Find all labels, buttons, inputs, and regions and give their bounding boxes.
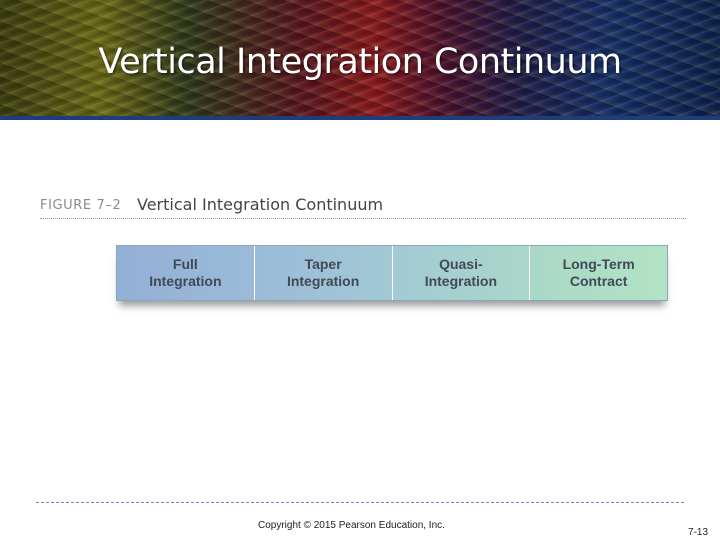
continuum-cell-taper-integration: Taper Integration — [255, 246, 393, 300]
figure-title: Vertical Integration Continuum — [137, 195, 384, 214]
figure-header: FIGURE 7–2 Vertical Integration Continuu… — [40, 194, 686, 218]
integration-continuum-bar: Full Integration Taper Integration Quasi… — [116, 245, 668, 301]
continuum-cell-long-term-contract: Long-Term Contract — [530, 246, 667, 300]
continuum-label: Full Integration — [149, 256, 222, 289]
slide-title: Vertical Integration Continuum — [98, 42, 622, 82]
continuum-cell-quasi-integration: Quasi- Integration — [393, 246, 531, 300]
figure-divider — [40, 218, 686, 219]
continuum-cell-full-integration: Full Integration — [117, 246, 255, 300]
title-banner — [0, 0, 720, 118]
continuum-label: Quasi- Integration — [424, 256, 498, 289]
copyright-notice: Copyright © 2015 Pearson Education, Inc. — [258, 520, 445, 531]
continuum-label: Taper Integration — [286, 256, 360, 289]
footer-divider — [36, 502, 684, 503]
continuum-label: Long-Term Contract — [562, 256, 635, 289]
banner-rule — [0, 116, 720, 120]
slide-number: 7-13 — [688, 527, 709, 538]
figure-label: FIGURE 7–2 — [40, 198, 122, 213]
